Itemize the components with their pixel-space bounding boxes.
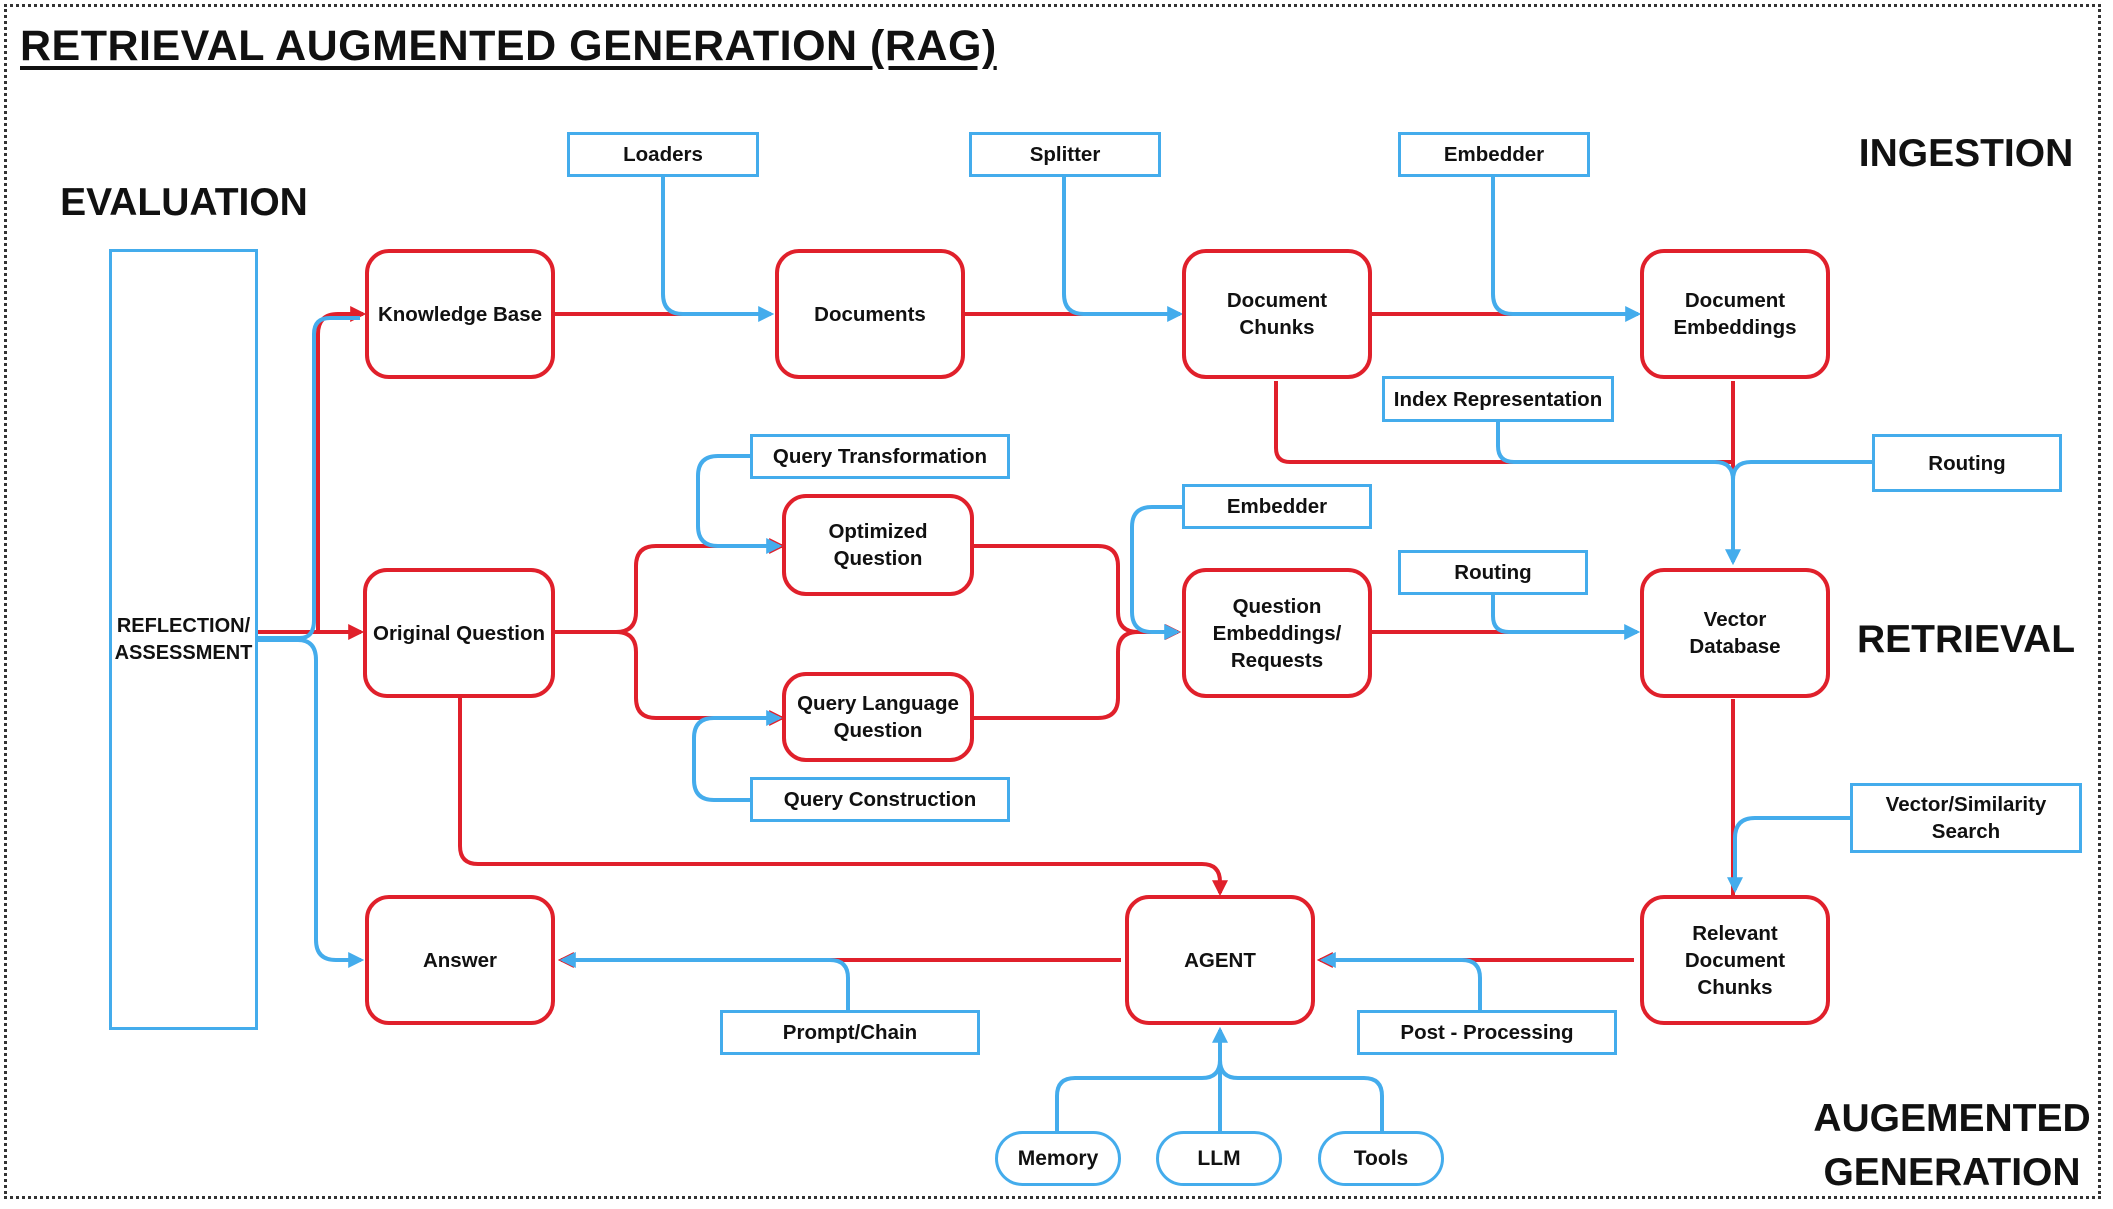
answer-node: Answer <box>365 895 555 1025</box>
loaders-connector <box>661 177 775 322</box>
section-ingestion: INGESTION <box>1858 132 2074 175</box>
prompt-chain-label: Prompt/Chain <box>720 1010 980 1055</box>
splitter-connector <box>1062 177 1184 322</box>
relevant-document-chunks-node: Relevant Document Chunks <box>1640 895 1830 1025</box>
dotted-frame <box>4 4 2101 1199</box>
post-processing-label: Post - Processing <box>1357 1010 1617 1055</box>
optimized-question-node: Optimized Question <box>782 494 974 596</box>
eval-to-kb-blue-line <box>258 316 360 640</box>
section-evaluation: EVALUATION <box>60 181 308 224</box>
eval-to-answer-line <box>258 638 365 968</box>
reflection-assessment-box: REFLECTION/ ASSESSMENT <box>109 249 258 1030</box>
query-transformation-label: Query Transformation <box>750 434 1010 479</box>
query-language-question-node: Query Language Question <box>782 672 974 762</box>
original-to-agent-line <box>458 698 1228 897</box>
optimized-to-qembed-line <box>974 544 1182 640</box>
splitter-label: Splitter <box>969 132 1161 177</box>
embedder-mid-connector <box>1130 505 1182 640</box>
vector-similarity-connector <box>1727 816 1850 894</box>
embedder-top-label: Embedder <box>1398 132 1590 177</box>
embedder-top-connector <box>1491 177 1642 322</box>
tools-pill: Tools <box>1318 1131 1444 1186</box>
agent-node: AGENT <box>1125 895 1315 1025</box>
memory-connector <box>1055 1059 1222 1132</box>
routing-mid-connector <box>1491 595 1641 640</box>
prompt-chain-connector <box>559 952 850 1010</box>
query-construction-label: Query Construction <box>750 777 1010 822</box>
post-processing-connector <box>1319 952 1482 1010</box>
document-chunks-node: Document Chunks <box>1182 249 1372 379</box>
loaders-label: Loaders <box>567 132 759 177</box>
vector-similarity-search-label: Vector/Similarity Search <box>1850 783 2082 853</box>
knowledge-base-node: Knowledge Base <box>365 249 555 379</box>
routing-top-connector <box>1731 460 1872 481</box>
routing-top-label: Routing <box>1872 434 2062 492</box>
embedder-mid-label: Embedder <box>1182 484 1372 529</box>
index-representation-label: Index Representation <box>1382 376 1614 422</box>
page-title: RETRIEVAL AUGMENTED GENERATION (RAG) <box>20 22 997 70</box>
original-to-querylang-line <box>615 630 786 726</box>
section-augmented-generation: AUGEMENTED GENERATION <box>1813 1097 2091 1194</box>
routing-mid-label: Routing <box>1398 550 1588 595</box>
llm-pill: LLM <box>1156 1131 1282 1186</box>
question-embeddings-node: Question Embeddings/ Requests <box>1182 568 1372 698</box>
vector-database-node: Vector Database <box>1640 568 1830 698</box>
query-construction-connector <box>692 710 783 802</box>
querylang-to-qembed-line <box>974 630 1139 720</box>
query-transformation-connector <box>696 454 783 554</box>
memory-pill: Memory <box>995 1131 1121 1186</box>
tools-connector <box>1218 1059 1384 1132</box>
original-to-optimized-line <box>554 538 786 634</box>
document-embeddings-node: Document Embeddings <box>1640 249 1830 379</box>
original-question-node: Original Question <box>363 568 555 698</box>
documents-node: Documents <box>775 249 965 379</box>
section-retrieval: RETRIEVAL <box>1856 618 2076 661</box>
